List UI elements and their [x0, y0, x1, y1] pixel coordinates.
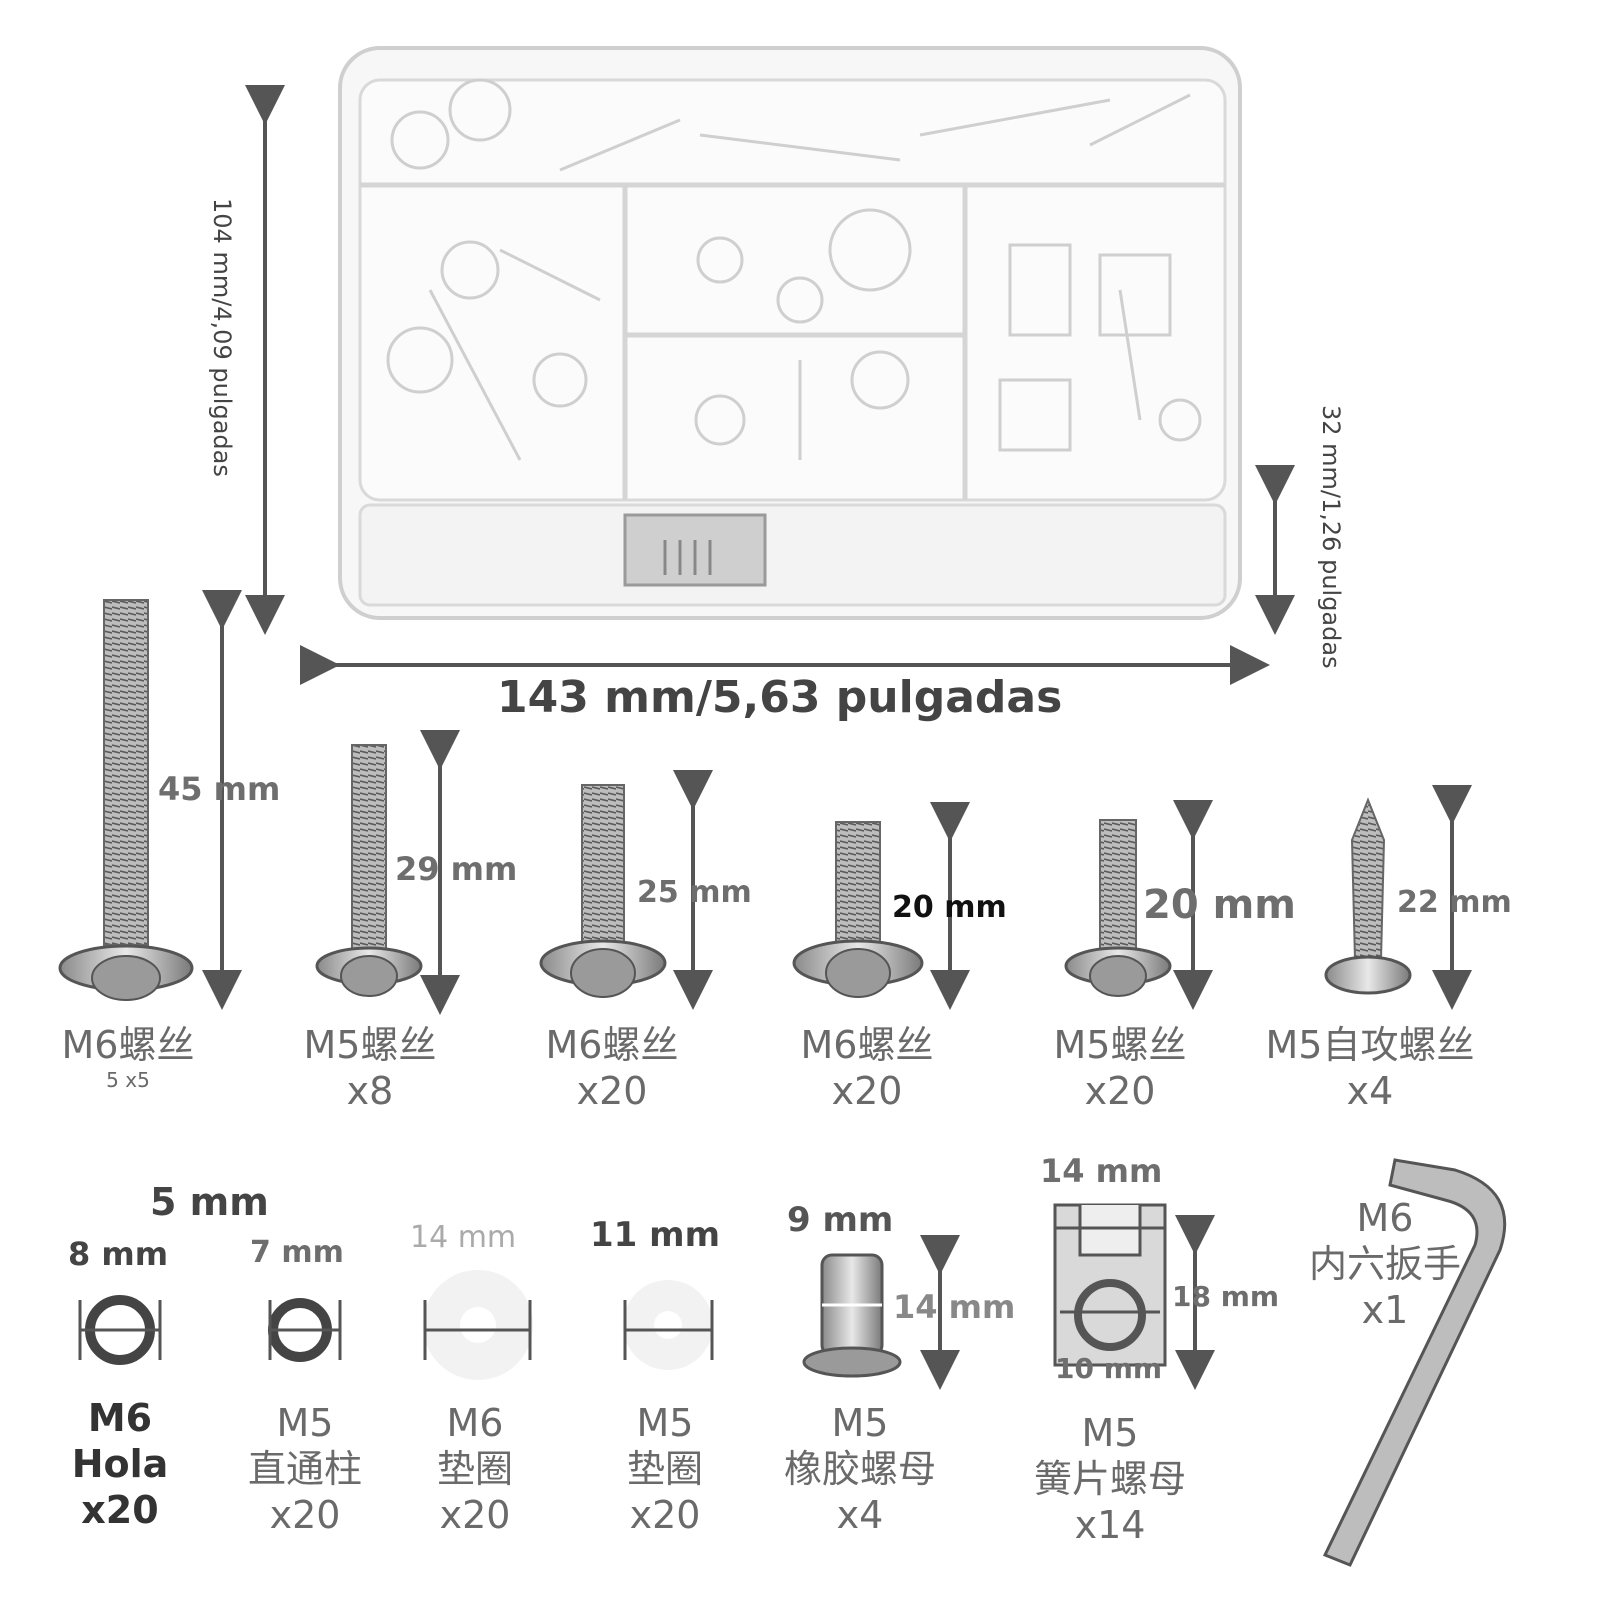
wrench-label: M6 内六扳手 x1 [1295, 1195, 1475, 1333]
part-4-name: M5 [636, 1401, 694, 1445]
part-4-dim: 11 mm [590, 1215, 721, 1255]
washer-m6 [423, 1270, 533, 1380]
part-2-sub: 直通柱 [247, 1447, 362, 1491]
part-6-name: M5 [1081, 1411, 1139, 1455]
part-5-name: M5 [831, 1401, 889, 1445]
part-1-qty: x20 [81, 1488, 159, 1532]
screw-6-qty: x4 [1346, 1069, 1394, 1113]
screw-4-name: M6螺丝 [800, 1023, 934, 1067]
screw-1-length: 45 mm [158, 770, 281, 808]
hex-wrench [1322, 1158, 1507, 1567]
part-6-qty: x14 [1074, 1503, 1146, 1547]
part-1-sub: Hola [71, 1442, 169, 1486]
part-3-name: M6 [446, 1401, 504, 1445]
screw-m5-29 [315, 744, 423, 997]
screw-m6-45 [58, 599, 194, 1001]
screw-6-label: M5自攻螺丝 x4 [1250, 1022, 1490, 1114]
part-4-sub: 垫圈 [626, 1447, 703, 1491]
screw-5-name: M5螺丝 [1053, 1023, 1187, 1067]
part-2-label: M5 直通柱 x20 [230, 1400, 380, 1538]
screw-5-label: M5螺丝 x20 [1040, 1022, 1200, 1114]
part-2-qty: x20 [269, 1493, 341, 1537]
box-depth-label: 32 mm/1,26 pulgadas [1317, 405, 1345, 669]
part-2-name: M5 [276, 1401, 334, 1445]
speed-nut-m5 [1053, 1203, 1167, 1367]
part-4-qty: x20 [629, 1493, 701, 1537]
screw-4-label: M6螺丝 x20 [787, 1022, 947, 1114]
part-5-dim-top: 9 mm [787, 1200, 894, 1240]
screw-1-label: M6螺丝 5 x5 [48, 1022, 208, 1092]
part-1-dim-top: 5 mm [150, 1180, 269, 1224]
screw-2-length: 29 mm [395, 850, 518, 888]
screw-3-label: M6螺丝 x20 [532, 1022, 692, 1114]
part-6-dim-bottom: 10 mm [1055, 1352, 1163, 1385]
screw-6-length: 22 mm [1397, 885, 1512, 920]
box-width-label: 143 mm/5,63 pulgadas [497, 672, 1063, 723]
wrench-name: M6 [1356, 1196, 1414, 1240]
part-5-sub: 橡胶螺母 [783, 1447, 936, 1491]
screw-6-name: M5自攻螺丝 [1265, 1023, 1475, 1067]
screw-3-length: 25 mm [637, 875, 752, 910]
rubber-nut-m5 [802, 1253, 902, 1378]
screw-2-name: M5螺丝 [303, 1023, 437, 1067]
screw-5-length: 20 mm [1143, 882, 1296, 928]
screw-m6-25 [539, 784, 667, 998]
screw-m6-20 [792, 821, 924, 998]
screw-4-qty: x20 [831, 1069, 903, 1113]
part-1-label: M6 Hola x20 [50, 1395, 190, 1533]
part-3-sub: 垫圈 [436, 1447, 513, 1491]
screw-1-name: M6螺丝 [61, 1023, 195, 1067]
rivet-nut-m6 [78, 1295, 162, 1365]
part-5-dim-side: 14 mm [893, 1288, 1016, 1326]
part-6-dim-side: 18 mm [1172, 1280, 1280, 1313]
part-5-label: M5 橡胶螺母 x4 [770, 1400, 950, 1538]
box-height-label: 104 mm/4,09 pulgadas [208, 198, 236, 477]
screw-3-qty: x20 [576, 1069, 648, 1113]
screw-m5-self-tapping [1324, 797, 1412, 995]
screw-4-length: 20 mm [892, 890, 1007, 925]
screw-5-qty: x20 [1084, 1069, 1156, 1113]
part-2-dim: 7 mm [250, 1235, 344, 1270]
part-3-dim: 14 mm [410, 1220, 517, 1255]
part-3-label: M6 垫圈 x20 [405, 1400, 545, 1538]
part-6-label: M5 簧片螺母 x14 [1020, 1410, 1200, 1548]
screw-1-qty: 5 x5 [106, 1068, 150, 1092]
washer-m5 [623, 1280, 714, 1370]
part-1-name: M6 [87, 1396, 153, 1440]
spacer-m5 [268, 1298, 342, 1362]
part-6-sub: 簧片螺母 [1033, 1457, 1186, 1501]
part-5-qty: x4 [836, 1493, 884, 1537]
screw-2-label: M5螺丝 x8 [290, 1022, 450, 1114]
part-4-label: M5 垫圈 x20 [595, 1400, 735, 1538]
wrench-sub: 内六扳手 [1308, 1242, 1461, 1286]
part-3-qty: x20 [439, 1493, 511, 1537]
storage-box [338, 46, 1242, 620]
screw-2-qty: x8 [346, 1069, 394, 1113]
screw-m5-20 [1064, 819, 1172, 997]
part-6-dim-top: 14 mm [1040, 1152, 1163, 1190]
part-1-dim-width: 8 mm [68, 1235, 169, 1273]
wrench-qty: x1 [1361, 1288, 1409, 1332]
screw-3-name: M6螺丝 [545, 1023, 679, 1067]
